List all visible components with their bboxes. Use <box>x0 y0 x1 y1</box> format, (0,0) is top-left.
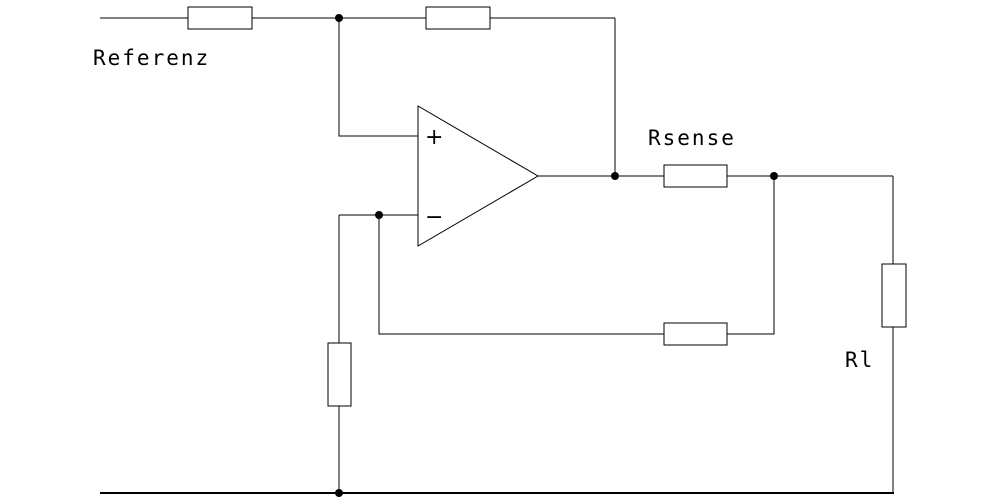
junction-minus-node <box>375 211 383 219</box>
junction-output-node <box>611 172 619 180</box>
resistor-rsense <box>663 164 728 188</box>
resistor-rl <box>881 263 907 328</box>
wire-to-plus-input <box>338 18 418 137</box>
opamp-minus-sign: − <box>425 205 443 230</box>
resistor-ground <box>327 342 352 407</box>
resistor-sense-feedback <box>663 322 728 346</box>
wire-sense-feedback <box>378 176 775 335</box>
label-rsense: Rsense <box>648 126 736 150</box>
label-rl: Rl <box>845 348 874 372</box>
resistor-input <box>187 6 253 30</box>
opamp-triangle <box>417 105 539 247</box>
opamp-plus-sign: + <box>425 125 443 150</box>
label-referenz: Referenz <box>93 46 210 70</box>
resistor-top-feedback <box>425 6 491 30</box>
junction-ground-node <box>335 489 343 497</box>
